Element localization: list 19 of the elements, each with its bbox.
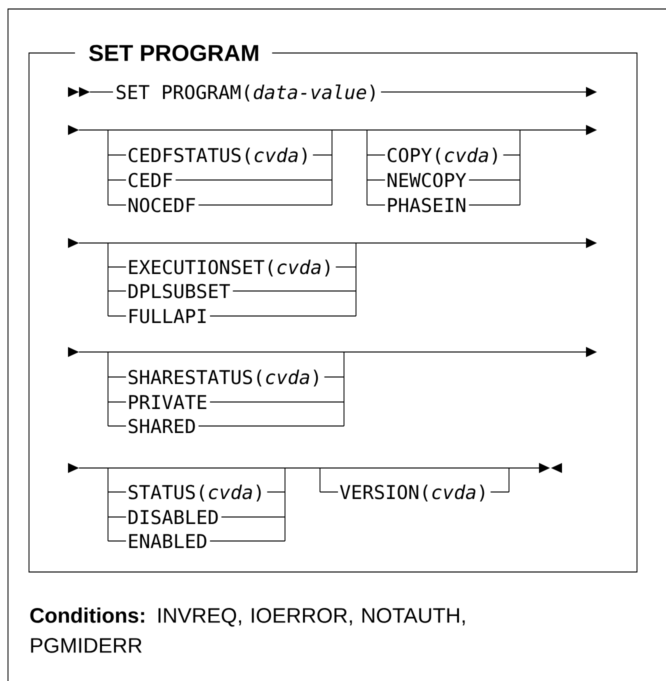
syntax-keyword: COPY(cvda) bbox=[388, 148, 497, 165]
syntax-keyword: DISABLED bbox=[128, 510, 218, 524]
syntax-keyword: SHARED bbox=[128, 418, 195, 434]
syntax-keyword: STATUS(cvda) bbox=[128, 484, 261, 502]
syntax-keyword: CEDFSTATUS(cvda) bbox=[128, 148, 306, 165]
syntax-keyword: SET PROGRAM(data-value) bbox=[116, 84, 375, 102]
syntax-keyword: FULLAPI bbox=[130, 309, 206, 324]
syntax-keyword: NEWCOPY bbox=[388, 172, 466, 188]
syntax-keyword: DPLSUBSET bbox=[128, 284, 230, 298]
syntax-keyword: ENABLED bbox=[129, 534, 206, 548]
syntax-keyword: CEDF bbox=[128, 172, 172, 188]
syntax-keyword: SHARESTATUS(cvda) bbox=[128, 370, 318, 387]
syntax-keyword: PHASEIN bbox=[388, 198, 466, 212]
conditions-note: Conditions: INVREQ, IOERROR, NOTAUTH, PGMIDERR bbox=[30, 607, 465, 653]
syntax-keyword: EXECUTIONSET(cvda) bbox=[129, 260, 330, 277]
syntax-keyword: NOCEDF bbox=[128, 198, 195, 212]
syntax-keyword: VERSION(cvda) bbox=[340, 484, 484, 502]
title: SET PROGRAM bbox=[89, 44, 258, 62]
syntax-keyword: PRIVATE bbox=[129, 395, 206, 409]
